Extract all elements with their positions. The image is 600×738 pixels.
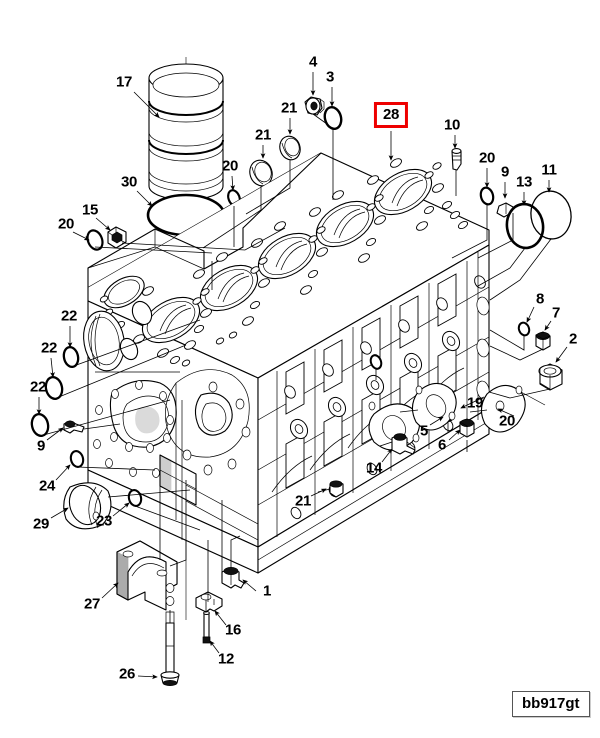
callout-3: 3	[325, 68, 335, 86]
callout-20: 20	[221, 157, 239, 175]
part-main-bearing-cap-27	[116, 540, 178, 611]
part-bushing-2	[538, 363, 563, 391]
callout-20: 20	[478, 149, 496, 167]
part-cup-plug-21-a	[249, 159, 273, 187]
callout-17: 17	[115, 73, 133, 91]
callout-7: 7	[551, 304, 561, 322]
drawing-number-watermark: bb917gt	[512, 691, 590, 717]
callout-20: 20	[498, 412, 516, 430]
part-cylinder-block-28	[83, 152, 490, 574]
block-front-face-detail	[165, 369, 259, 541]
callout-5: 5	[419, 422, 429, 440]
callout-1: 1	[262, 582, 272, 600]
part-capnut-6	[459, 418, 475, 438]
callout-15: 15	[81, 201, 99, 219]
part-cup-29	[63, 482, 112, 530]
part-cup-plug-21-lower	[329, 480, 344, 498]
callout-26: 26	[118, 665, 136, 683]
part-capnut-7	[535, 331, 551, 351]
callout-21: 21	[280, 99, 298, 117]
callout-9: 9	[36, 437, 46, 455]
deck-holes	[99, 158, 469, 367]
leader-lines	[39, 113, 552, 623]
block-left-end-face	[83, 300, 197, 506]
callout-30: 30	[120, 173, 138, 191]
callout-16: 16	[224, 621, 242, 639]
part-washer-8	[369, 354, 383, 370]
part-clamp-16	[195, 591, 223, 613]
part-oring-3	[323, 105, 343, 131]
part-capscrew-26	[160, 611, 180, 686]
callout-14: 14	[365, 459, 383, 477]
part-stud-9-left	[63, 420, 85, 434]
part-boss-4	[304, 96, 325, 116]
callout-21: 21	[294, 492, 312, 510]
part-pin-12	[202, 610, 211, 644]
part-fitting-15	[107, 226, 127, 249]
callout-13: 13	[515, 173, 533, 191]
callout-22: 22	[29, 378, 47, 396]
callout-12: 12	[217, 650, 235, 668]
callout-2: 2	[568, 330, 578, 348]
callout-23: 23	[95, 512, 113, 530]
callout-28-highlighted: 28	[373, 102, 409, 128]
part-cup-plug-21-b	[279, 135, 301, 161]
callout-22: 22	[60, 307, 78, 325]
cylinder-bores	[103, 168, 433, 344]
callout-20: 20	[57, 215, 75, 233]
part-oring-24	[69, 450, 85, 468]
part-sensor-14	[391, 433, 416, 455]
callout-29: 29	[32, 515, 50, 533]
part-oring-20-right	[479, 186, 495, 206]
callout-24: 24	[38, 477, 56, 495]
callout-22: 22	[40, 339, 58, 357]
callout-6: 6	[437, 436, 447, 454]
callout-19: 19	[466, 394, 484, 412]
callout-4: 4	[308, 53, 318, 71]
callout-21: 21	[254, 126, 272, 144]
part-fitting-10	[451, 148, 462, 171]
callout-11: 11	[541, 161, 557, 179]
part-cylinder-liner-17	[148, 57, 224, 620]
callout-27: 27	[83, 595, 101, 613]
part-oring-20-left	[86, 229, 104, 251]
callout-10: 10	[443, 116, 461, 134]
part-oring-22-b	[44, 375, 64, 401]
callout-8: 8	[535, 290, 545, 308]
part-washer-8b	[517, 321, 531, 337]
part-sensor-1	[221, 567, 245, 589]
callout-9: 9	[500, 163, 510, 181]
callout-arrows	[36, 72, 568, 680]
